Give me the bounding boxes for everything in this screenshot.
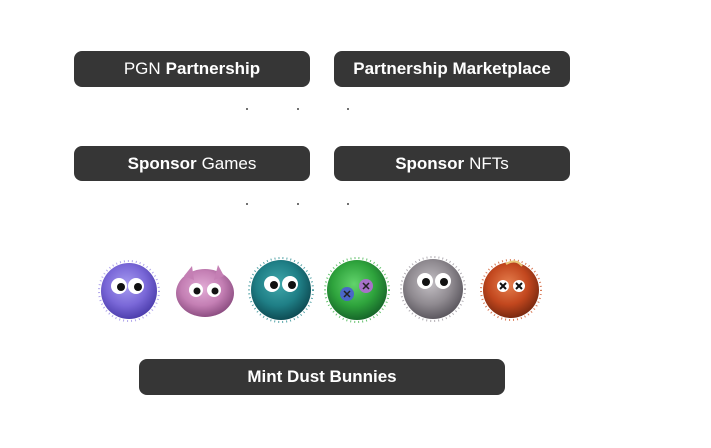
games-label: Games: [201, 153, 257, 173]
orange-dust-bunny-image: [480, 259, 542, 321]
separator-dot: [297, 108, 299, 110]
mint-dust-bunnies-label: Mint Dust Bunnies: [247, 367, 397, 386]
mint-dust-bunnies-button[interactable]: Mint Dust Bunnies: [139, 359, 505, 395]
separator-dot: [347, 203, 349, 205]
nfts-label: NFTs: [469, 153, 509, 173]
teal-dust-bunny-image: [248, 257, 314, 323]
partnership-marketplace-button[interactable]: Partnership Marketplace: [334, 51, 570, 87]
separator-dot: [347, 108, 349, 110]
pgn-label: PGN: [123, 59, 161, 78]
grey-dust-bunny-image: [400, 256, 466, 322]
separator-dot: [246, 108, 248, 110]
sponsor-label: Sponsor: [127, 153, 197, 173]
pink-dust-bunny-image: [176, 265, 234, 317]
sponsor-label: Sponsor: [395, 153, 465, 173]
partnership-marketplace-label: Partnership Marketplace: [353, 59, 551, 78]
partnership-label: Partnership: [165, 59, 261, 78]
separator-dot: [297, 203, 299, 205]
purple-dust-bunny-image: [98, 260, 160, 322]
separator-dot: [246, 203, 248, 205]
green-dust-bunny-image: [324, 257, 390, 323]
